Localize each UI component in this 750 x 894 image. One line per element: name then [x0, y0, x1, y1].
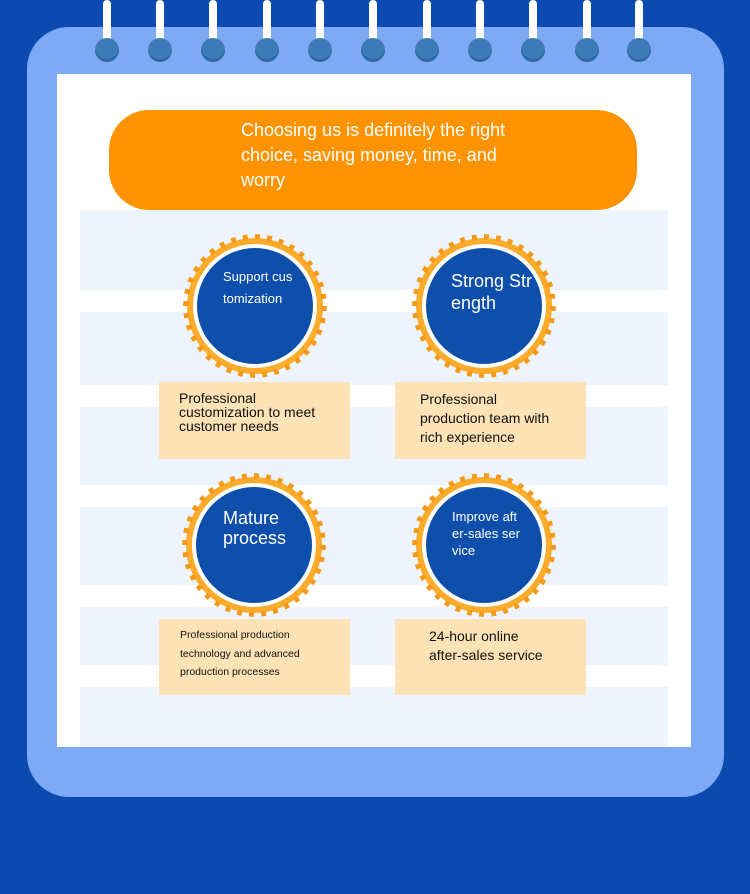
feature-title: Support customization [223, 269, 293, 306]
headline-banner [109, 110, 637, 210]
feature-description: Professional production team with rich e… [395, 382, 586, 459]
feature-badge-process [186, 477, 322, 613]
headline-text: Choosing us is definitely the right choi… [241, 120, 506, 190]
feature-badge-strength [416, 238, 552, 374]
notebook-ring-icon [521, 0, 545, 62]
feature-badge-service [416, 477, 552, 613]
notebook-ring-icon [627, 0, 651, 62]
notebook-ring-icon [575, 0, 599, 62]
notebook-ring-icon [148, 0, 172, 62]
feature-badge-customization [187, 238, 323, 374]
feature-description-text: Professional customization to meet custo… [179, 390, 316, 434]
feature-title: Strong Strength [451, 271, 533, 313]
feature-description: Professional production technology and a… [159, 619, 350, 695]
feature-description-text: Professional production technology and a… [180, 629, 300, 678]
notebook-ring-icon [415, 0, 439, 62]
notebook-ring-icon [361, 0, 385, 62]
feature-title: Mature process [223, 508, 287, 548]
notebook-ring-icon [255, 0, 279, 62]
feature-description: Professional customization to meet custo… [159, 382, 350, 459]
feature-title: Improve after-sales service [452, 509, 520, 558]
notebook-ring-icon [468, 0, 492, 62]
notebook-ring-icon [95, 0, 119, 62]
notebook-ring-icon [308, 0, 332, 62]
feature-description-text: 24-hour online after-sales service [429, 628, 543, 663]
notebook-ring-icon [201, 0, 225, 62]
notebook-binding [0, 0, 750, 70]
feature-description-text: Professional production team with rich e… [420, 391, 550, 445]
feature-description: 24-hour online after-sales service [395, 619, 586, 695]
